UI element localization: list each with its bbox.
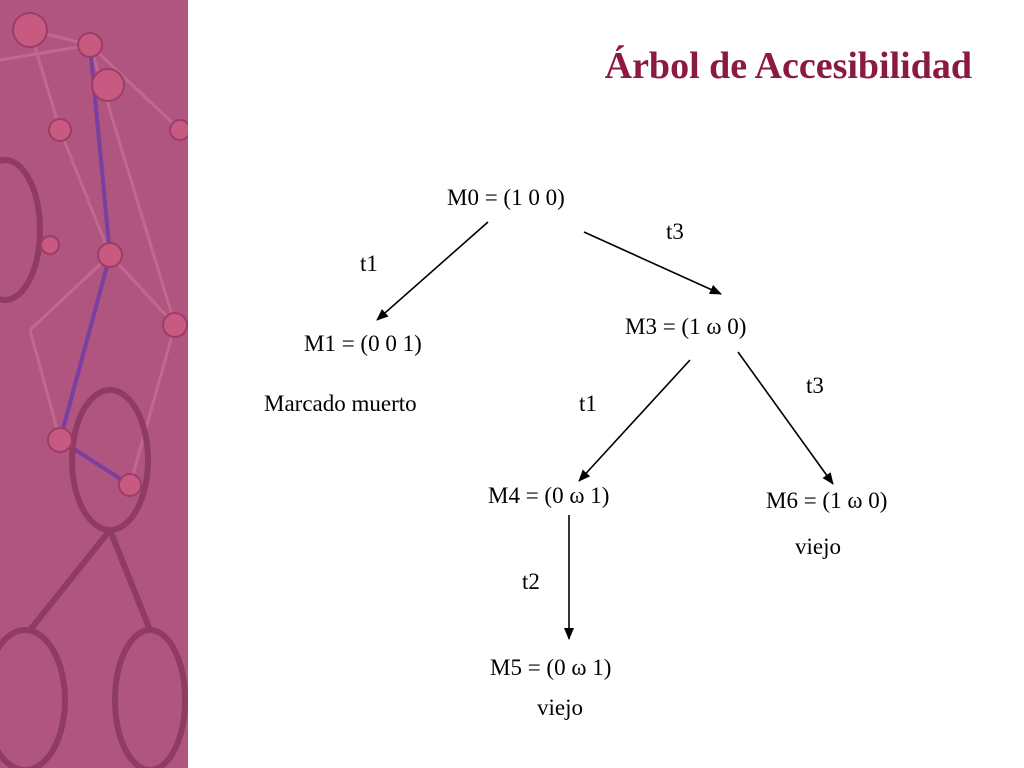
node-m4: M4 = (0 ω 1) xyxy=(488,483,610,508)
network-graph-decoration xyxy=(0,0,188,768)
edge-label-m4-m5: t2 xyxy=(522,569,540,594)
edge-label-m3-m6: t3 xyxy=(806,373,824,398)
edge-label-m0-m1: t1 xyxy=(360,251,378,276)
node-m3: M3 = (1 ω 0) xyxy=(625,314,747,339)
node-m5: M5 = (0 ω 1) xyxy=(490,655,612,680)
edge-m3-m6-arrow xyxy=(737,351,834,485)
m1-annotation: Marcado muerto xyxy=(264,391,417,416)
edge-m0-m3-arrow xyxy=(583,231,722,295)
node-m6: M6 = (1 ω 0) xyxy=(766,488,888,513)
edge-m3-m4-arrow xyxy=(578,359,691,482)
edge-label-m3-m4: t1 xyxy=(579,391,597,416)
decorative-sidebar xyxy=(0,0,188,768)
m6-annotation: viejo xyxy=(795,534,841,559)
slide-title: Árbol de Accesibilidad xyxy=(604,45,972,87)
edge-label-m0-m3: t3 xyxy=(666,219,684,244)
edge-m0-m1-arrow xyxy=(376,221,489,321)
node-m0: M0 = (1 0 0) xyxy=(447,185,565,210)
m5-annotation: viejo xyxy=(537,695,583,720)
node-m1: M1 = (0 0 1) xyxy=(304,331,422,356)
